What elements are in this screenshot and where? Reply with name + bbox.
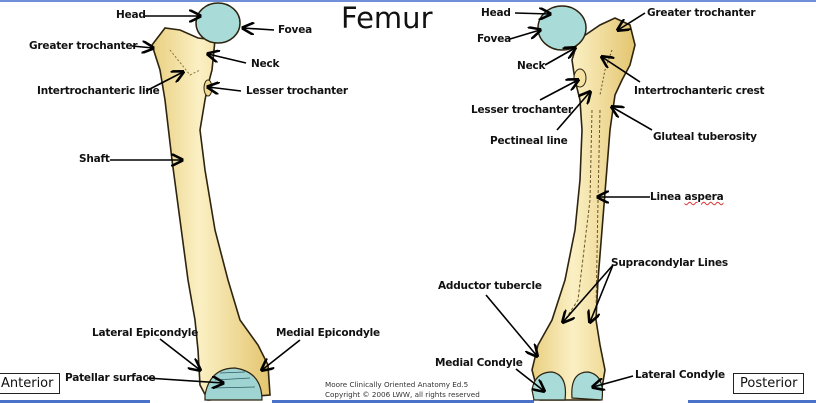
label-linea-aspera-word2: aspera xyxy=(684,191,724,203)
label-medial-epicondyle: Medial Epicondyle xyxy=(276,327,380,339)
credit-line-2: Copyright © 2006 LWW, all rights reserve… xyxy=(325,390,480,399)
label-anterior-fovea: Fovea xyxy=(278,24,313,36)
label-posterior-fovea: Fovea xyxy=(477,33,512,45)
label-patellar-surface: Patellar surface xyxy=(65,372,156,384)
label-posterior-head: Head xyxy=(481,7,511,19)
label-posterior-neck: Neck xyxy=(517,60,546,72)
label-intertrochanteric-crest: Intertrochanteric crest xyxy=(634,85,765,97)
posterior-femoral-head xyxy=(537,5,587,51)
credit-line-1: Moore Clinically Oriented Anatomy Ed.5 xyxy=(325,380,469,389)
label-posterior-greater-trochanter: Greater trochanter xyxy=(647,7,756,19)
bottom-border-segment xyxy=(272,400,534,403)
label-lateral-epicondyle: Lateral Epicondyle xyxy=(92,327,199,339)
top-border xyxy=(0,0,816,2)
label-intertrochanteric-line: Intertrochanteric line xyxy=(37,85,160,97)
label-adductor-tubercle: Adductor tubercle xyxy=(438,280,542,292)
label-pectineal-line: Pectineal line xyxy=(490,135,568,147)
anterior-view-label: Anterior xyxy=(0,373,61,394)
anterior-femoral-head xyxy=(195,2,241,44)
anterior-leader-arrows xyxy=(110,16,301,383)
label-anterior-neck: Neck xyxy=(251,58,280,70)
posterior-femur xyxy=(531,5,636,401)
bottom-border-segment xyxy=(688,400,816,403)
label-anterior-head: Head xyxy=(116,9,146,21)
label-anterior-greater-trochanter: Greater trochanter xyxy=(29,40,138,52)
label-lateral-condyle: Lateral Condyle xyxy=(635,369,725,381)
label-linea-aspera-word1: Linea xyxy=(650,191,685,203)
label-supracondylar-lines: Supracondylar Lines xyxy=(611,257,728,269)
page-title: Femur xyxy=(341,1,433,35)
label-medial-condyle: Medial Condyle xyxy=(435,357,523,369)
anterior-bone xyxy=(151,27,271,401)
bottom-border-segment xyxy=(0,400,150,403)
image-credit: Moore Clinically Oriented Anatomy Ed.5 C… xyxy=(325,380,480,400)
posterior-view-label: Posterior xyxy=(733,373,805,394)
posterior-leader-arrows xyxy=(485,13,653,391)
label-linea-aspera: Linea aspera xyxy=(650,191,724,203)
label-posterior-lesser-trochanter: Lesser trochanter xyxy=(471,104,573,116)
label-gluteal-tuberosity: Gluteal tuberosity xyxy=(653,131,757,143)
label-anterior-lesser-trochanter: Lesser trochanter xyxy=(246,85,348,97)
label-shaft: Shaft xyxy=(79,153,110,165)
